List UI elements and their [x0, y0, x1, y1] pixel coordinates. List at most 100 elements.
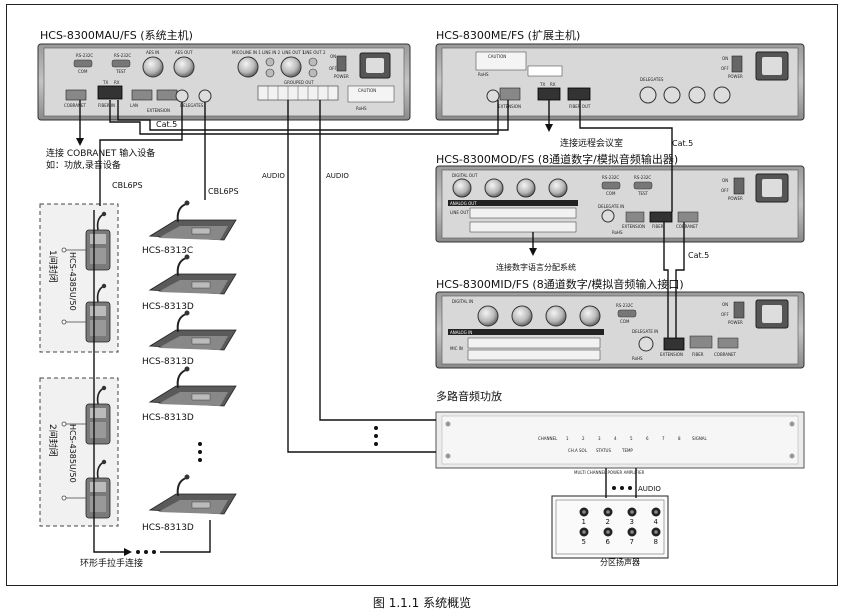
speaker-number-2: 2	[606, 518, 610, 526]
me-label-9: POWER	[728, 74, 743, 79]
mid-label-2: MIC IN	[450, 346, 463, 351]
amp-label-11: STATUS	[596, 448, 611, 453]
mau-label-22: RoHS	[356, 106, 367, 111]
mid-label-12: RoHS	[632, 356, 643, 361]
mau-label-9: LINE OUT 2	[303, 50, 326, 55]
ring-right	[160, 520, 211, 553]
mau-device: RS-232C COM RS-232C TEST AES IN AES OUT …	[37, 43, 411, 121]
speaker-jack-4: 4	[651, 507, 661, 526]
unit-d3-label: HCS-8313D	[142, 413, 194, 423]
cobranet-note-2: 如：功放,录音设备	[46, 159, 121, 171]
cobranet-note-1: 连接 COBRANET 输入设备	[46, 147, 155, 159]
mau-label-0: RS-232C	[76, 53, 93, 58]
cat5-mau-me	[109, 100, 499, 135]
amplifier-device: CHANNEL 1 2 3 4 5 6 7 8 SIGNAL CH.A SOL …	[435, 411, 805, 475]
mau-label-19: RX	[114, 80, 120, 85]
cbl6ps-a-label: CBL6PS	[112, 181, 143, 190]
amp-label-3: 3	[598, 436, 601, 441]
cbl6ps-left	[99, 102, 183, 206]
speaker-jack-2: 2	[603, 507, 613, 526]
speaker-number-3: 3	[630, 518, 634, 526]
amp-label-1: 1	[566, 436, 569, 441]
mod-label-7: DELEGATE IN	[598, 204, 624, 209]
unit-d2-label: HCS-8313D	[142, 357, 194, 367]
mau-title: HCS-8300MAU/FS (系统主机)	[40, 28, 193, 42]
mid-label-9: ON	[722, 302, 728, 307]
conference-units	[148, 200, 237, 515]
amp-label-12: TEMP	[621, 448, 633, 453]
mod-label-14: RoHS	[612, 230, 623, 235]
figure-caption: 图 1.1.1 系统概览	[372, 596, 472, 610]
ring-label: 环形手拉手连接	[80, 557, 143, 569]
unit-d4-label: HCS-8313D	[142, 523, 194, 533]
interpreter-units	[61, 211, 111, 519]
me-label-4: TX	[539, 82, 545, 87]
mau-label-1: COM	[78, 69, 88, 74]
cat5-label-b: Cat.5	[672, 139, 693, 148]
mau-label-10: ON	[330, 54, 336, 59]
mod-title: HCS-8300MOD/FS (8通道数字/模拟音频输出器)	[436, 152, 678, 166]
me-label-5: RX	[550, 82, 556, 87]
mau-label-18: TX	[102, 80, 108, 85]
mid-label-11: POWER	[728, 320, 743, 325]
speaker-jack-8: 8	[651, 527, 661, 546]
mod-label-9: FIBER	[652, 224, 664, 229]
mod-label-0: DIGITAL OUT	[452, 173, 478, 178]
room2-label: 2间封闭	[47, 424, 59, 457]
amp-label-9: SIGNAL	[692, 436, 708, 441]
speaker-panel	[551, 495, 669, 559]
mau-label-6: MICOLINE IN 1	[232, 50, 261, 55]
speaker-number-4: 4	[654, 518, 659, 526]
mau-label-12: POWER	[334, 74, 349, 79]
mau-label-2: RS-232C	[114, 53, 131, 58]
mid-label-0: DIGITAL IN	[452, 299, 473, 304]
cat5-label-a: Cat.5	[156, 120, 177, 129]
speaker-number-6: 6	[606, 538, 611, 546]
audio-line-2	[319, 100, 436, 421]
amp-label-0: CHANNEL	[538, 436, 558, 441]
digital-dist-label: 连接数字语言分配系统	[496, 262, 576, 272]
speaker-jack-3: 3	[627, 507, 637, 526]
amp-label-7: 7	[662, 436, 665, 441]
mid-label-8: COBRANET	[714, 352, 737, 357]
mod-label-8: EXTENSION	[622, 224, 645, 229]
speaker-jack-1: 1	[579, 507, 589, 526]
mau-label-8: LINE OUT 1	[282, 50, 305, 55]
me-label-0: CAUTION	[488, 54, 506, 59]
speaker-jack-5: 5	[579, 527, 589, 546]
mod-label-5: RS-232C	[634, 175, 651, 180]
mod-label-11: ON	[722, 178, 728, 183]
system-diagram: HCS-8300MAU/FS (系统主机) HCS-8300ME/FS (扩展主…	[37, 28, 805, 569]
conference-unit-2	[148, 310, 237, 351]
mau-label-20: GROUPED OUT	[284, 80, 314, 85]
cat5-label-c: Cat.5	[688, 251, 709, 260]
mau-label-16: EXTENSION	[147, 108, 170, 113]
mod-label-1: ANALOG OUT	[450, 201, 477, 206]
mid-label-5: DELEGATE IN	[632, 329, 658, 334]
conference-unit-3	[148, 366, 237, 407]
audio-c-label: AUDIO	[638, 485, 661, 493]
audio-b-label: AUDIO	[326, 172, 349, 180]
amp-label-2: 2	[582, 436, 585, 441]
me-label-3: EXTENSION	[498, 104, 521, 109]
mod-label-2: LINE OUT	[450, 210, 469, 215]
mid-title: HCS-8300MID/FS (8通道数字/模拟音频输入接口)	[436, 277, 684, 291]
box-model-2: HCS-4385U/50	[68, 424, 77, 483]
amp-label-10: CH.A SOL	[568, 448, 588, 453]
amp-label-8: 8	[678, 436, 681, 441]
speakers-title: 分区扬声器	[600, 557, 640, 567]
unit-d1-label: HCS-8313D	[142, 302, 194, 312]
audio-a-label: AUDIO	[262, 172, 285, 180]
amp-label-13: MULTI CHANNEL POWER AMPLIFIER	[574, 470, 645, 475]
mid-label-3: RS-232C	[616, 303, 633, 308]
cbl6ps-b-label: CBL6PS	[208, 187, 239, 196]
speaker-number-8: 8	[654, 538, 658, 546]
amp-label-4: 4	[614, 436, 617, 441]
mod-label-10: COBRANET	[676, 224, 699, 229]
mau-label-17: DELEGATES	[180, 103, 204, 108]
cables	[76, 100, 685, 556]
speaker-number-7: 7	[630, 538, 634, 546]
speaker-number-5: 5	[582, 538, 586, 546]
cat5-mod-mid	[663, 222, 669, 338]
mod-label-4: COM	[606, 191, 616, 196]
